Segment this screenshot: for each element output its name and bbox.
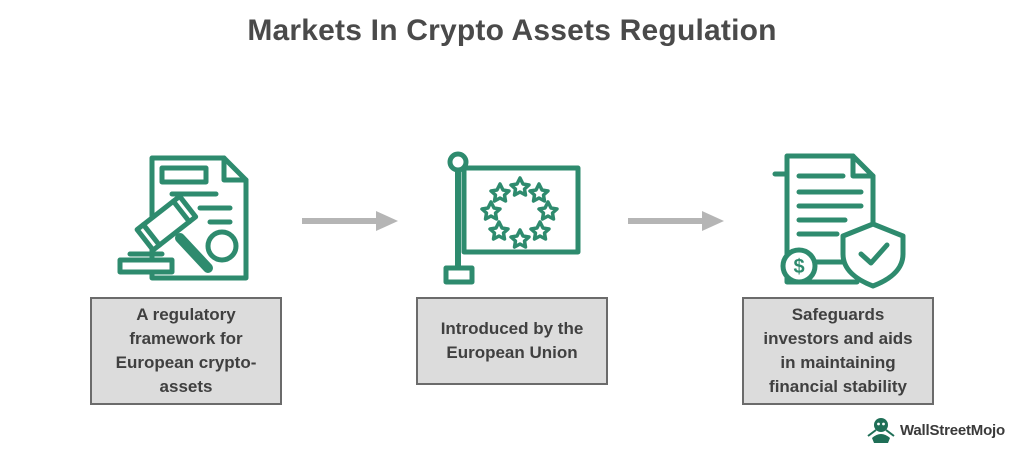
wallstreetmojo-logo: WallStreetMojo bbox=[866, 416, 1005, 444]
step-3-text: Safeguards investors and aids in maintai… bbox=[763, 305, 913, 396]
logo-text: WallStreetMojo bbox=[900, 421, 1005, 439]
step-1-text: A regulatory framework for European cryp… bbox=[115, 305, 257, 396]
arrow-right-icon bbox=[302, 211, 398, 231]
shield-document-icon: $ bbox=[772, 153, 906, 289]
gavel-document-icon bbox=[117, 155, 249, 281]
step-1-box: A regulatory framework for European cryp… bbox=[90, 297, 282, 405]
step-3-box: Safeguards investors and aids in maintai… bbox=[742, 297, 934, 405]
eu-flag-icon bbox=[443, 151, 581, 285]
wallstreetmojo-logo-icon bbox=[867, 418, 895, 443]
page-title: Markets In Crypto Assets Regulation bbox=[247, 14, 777, 47]
svg-text:$: $ bbox=[793, 256, 804, 278]
step-2-box: Introduced by the European Union bbox=[416, 297, 608, 385]
step-2-text: Introduced by the European Union bbox=[440, 319, 584, 362]
arrow-right-icon bbox=[628, 211, 724, 231]
